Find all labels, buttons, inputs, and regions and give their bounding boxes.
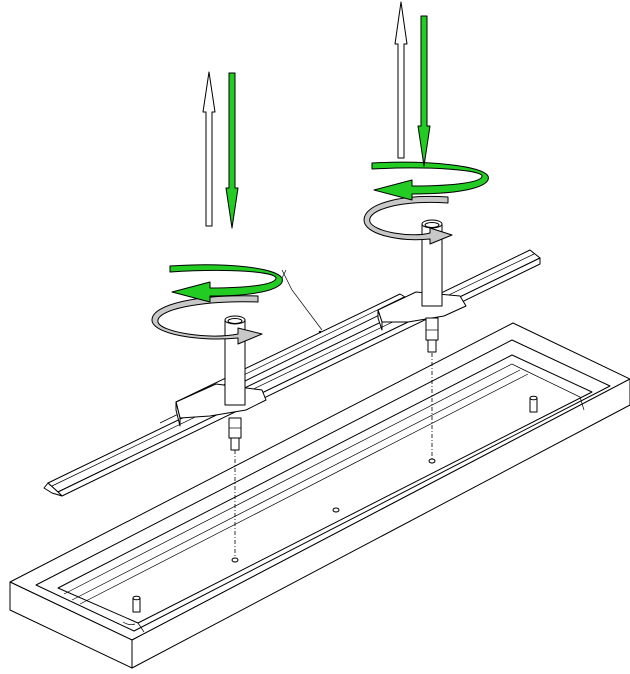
locating-hole-1 — [231, 557, 239, 563]
guide-pin-right — [529, 395, 538, 413]
tray-pocket-right — [519, 367, 585, 411]
up-arrow-white-right — [394, 1, 408, 159]
locating-hole-2 — [332, 507, 340, 513]
rail-tip — [43, 482, 63, 497]
up-arrow-white-left — [202, 71, 216, 227]
rail-groove — [51, 253, 535, 487]
tray-pocket-edge — [63, 363, 521, 595]
guide-pin-left — [132, 595, 141, 613]
tray-right-front-face — [131, 378, 630, 669]
spindle-left — [224, 315, 246, 451]
plate-left-top — [175, 383, 267, 419]
tray-notch — [122, 621, 136, 626]
rotate-arrow-gray-left — [151, 295, 263, 345]
spindle-right — [421, 219, 443, 353]
rotate-arrow-green-right — [371, 161, 489, 201]
tray-channel-line-1 — [71, 369, 521, 601]
tray-pocket — [57, 354, 593, 624]
rotate-arrow-gray-right — [363, 195, 453, 245]
spindle-right-tip — [425, 317, 439, 341]
tray-corner-line — [137, 622, 145, 633]
plate-left-edge — [175, 401, 181, 427]
down-arrow-green-right — [417, 15, 431, 167]
base-tray — [9, 322, 630, 669]
rotate-arrow-green-left — [169, 264, 287, 303]
leader-line — [281, 269, 323, 331]
plate-right-edge — [377, 309, 383, 331]
rail-marker-dot — [318, 330, 322, 334]
tray-channel-line-2 — [79, 373, 529, 605]
down-arrow-green-left — [225, 72, 239, 229]
